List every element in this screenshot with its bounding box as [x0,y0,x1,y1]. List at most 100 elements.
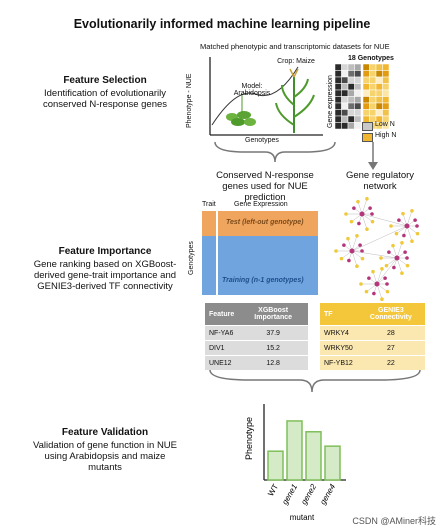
network-node [360,256,365,261]
network-node [384,263,389,268]
heatmap-cell [335,89,342,97]
watermark: CSDN @AMiner科技 [352,516,436,526]
heatmap-cell [341,102,349,110]
network-node [402,233,406,238]
network-node [346,236,350,241]
trait-label: Trait [202,201,216,208]
heatmap-cell [369,70,377,78]
nue-plot [209,57,323,136]
genie-cell: NF-YB12 [320,355,357,371]
heatmap-cell [341,89,349,97]
heatmap-cell [354,102,362,110]
bar-gene4 [324,445,341,481]
nue-plot-xlabel: Genotypes [245,137,279,144]
xgb-cell: DIV1 [205,340,239,356]
network-caption: Gene regulatory network [345,170,415,192]
network-hub [394,255,400,261]
heatmap-cell [347,89,355,97]
bar-label-gene4: gene4 [318,482,337,506]
xgb-header-feature: Feature [205,303,239,326]
heatmap-cell [375,102,383,110]
xgb-header-importance: XGBoost Importance [238,303,308,326]
heatmap-cell [382,70,390,78]
conserved-genes-caption: Conserved N-response genes used for NUE … [216,170,314,203]
heatmap-cell [382,76,390,84]
heatmap-cell [341,115,349,123]
network-node [370,219,375,224]
genie-cell: 22 [356,355,425,371]
heatmap-cell [335,83,342,91]
network-node [347,258,351,263]
heatmap-cell [354,115,362,123]
crop-label: Crop: Maize [277,58,315,65]
network-node [355,233,359,238]
xgb-cell: 15.2 [238,340,308,356]
heatmap-cell [341,83,349,91]
network-node [339,256,344,261]
feature-selection-desc: Identification of evolutionarily conserv… [42,88,168,110]
heatmap-cell [335,64,342,71]
heatmap-cell [335,96,342,104]
heatmap-cell [341,64,349,71]
bar-xlabel: mutant [290,513,315,522]
network-node [415,231,420,236]
feature-importance-title: Feature Importance [58,246,152,257]
heatmap-cell [362,76,370,84]
heatmap-cell [341,96,349,104]
network-node [391,243,395,248]
heatmap-cell [375,89,383,97]
heatmap-cell [369,102,377,110]
network-node [349,219,354,224]
network-node [358,243,362,247]
heatmap-cell [341,76,349,84]
feature-validation-desc: Validation of gene function in NUE using… [33,440,177,473]
heatmap-cell [354,89,362,97]
network-node [368,206,372,210]
heatmap-ylabel: Gene expression [327,75,334,128]
heatmap-cell [354,122,362,130]
heatmap-cell [347,70,355,78]
network-node [372,291,376,296]
heatmap-title: 18 Genotypes [348,55,394,62]
heatmap-cell [382,102,390,110]
bar-gene2 [305,431,322,481]
heatmap-cell [335,115,342,123]
heatmap-cell [382,89,390,97]
heatmap-cell [335,70,342,78]
network-node [410,208,414,213]
network-node [371,269,375,274]
heatmap-cell [362,89,370,97]
heatmap-cell [347,102,355,110]
network-node [387,250,391,254]
bar-label-WT: WT [266,482,280,497]
network-node [410,239,414,244]
heatmap-cell [354,70,362,78]
heatmap-cell [354,109,362,117]
legend-low-label: Low N [375,121,395,128]
heatmap-cell [369,89,377,97]
bar-WT [267,450,284,481]
heatmap-cell [362,96,370,104]
network-hub [349,248,355,254]
heatmap-cell [382,109,390,117]
heatmap-cell [335,122,342,130]
heatmap-cell [347,76,355,84]
feature-selection-title: Feature Selection [63,75,147,86]
heatmap-cell [382,122,390,130]
heatmap [335,64,390,130]
heatmap-cell [369,96,377,104]
heatmap-cell [375,64,383,71]
network-node [380,266,384,271]
heatmap-cell [369,76,377,84]
heatmap-cell [369,109,377,117]
arabidopsis-icon [226,95,256,126]
network-hub [359,211,365,217]
network-node [400,271,404,276]
genie-cell: WRKY4 [320,325,357,341]
test-label: Test (left-out genotype) [226,219,304,226]
